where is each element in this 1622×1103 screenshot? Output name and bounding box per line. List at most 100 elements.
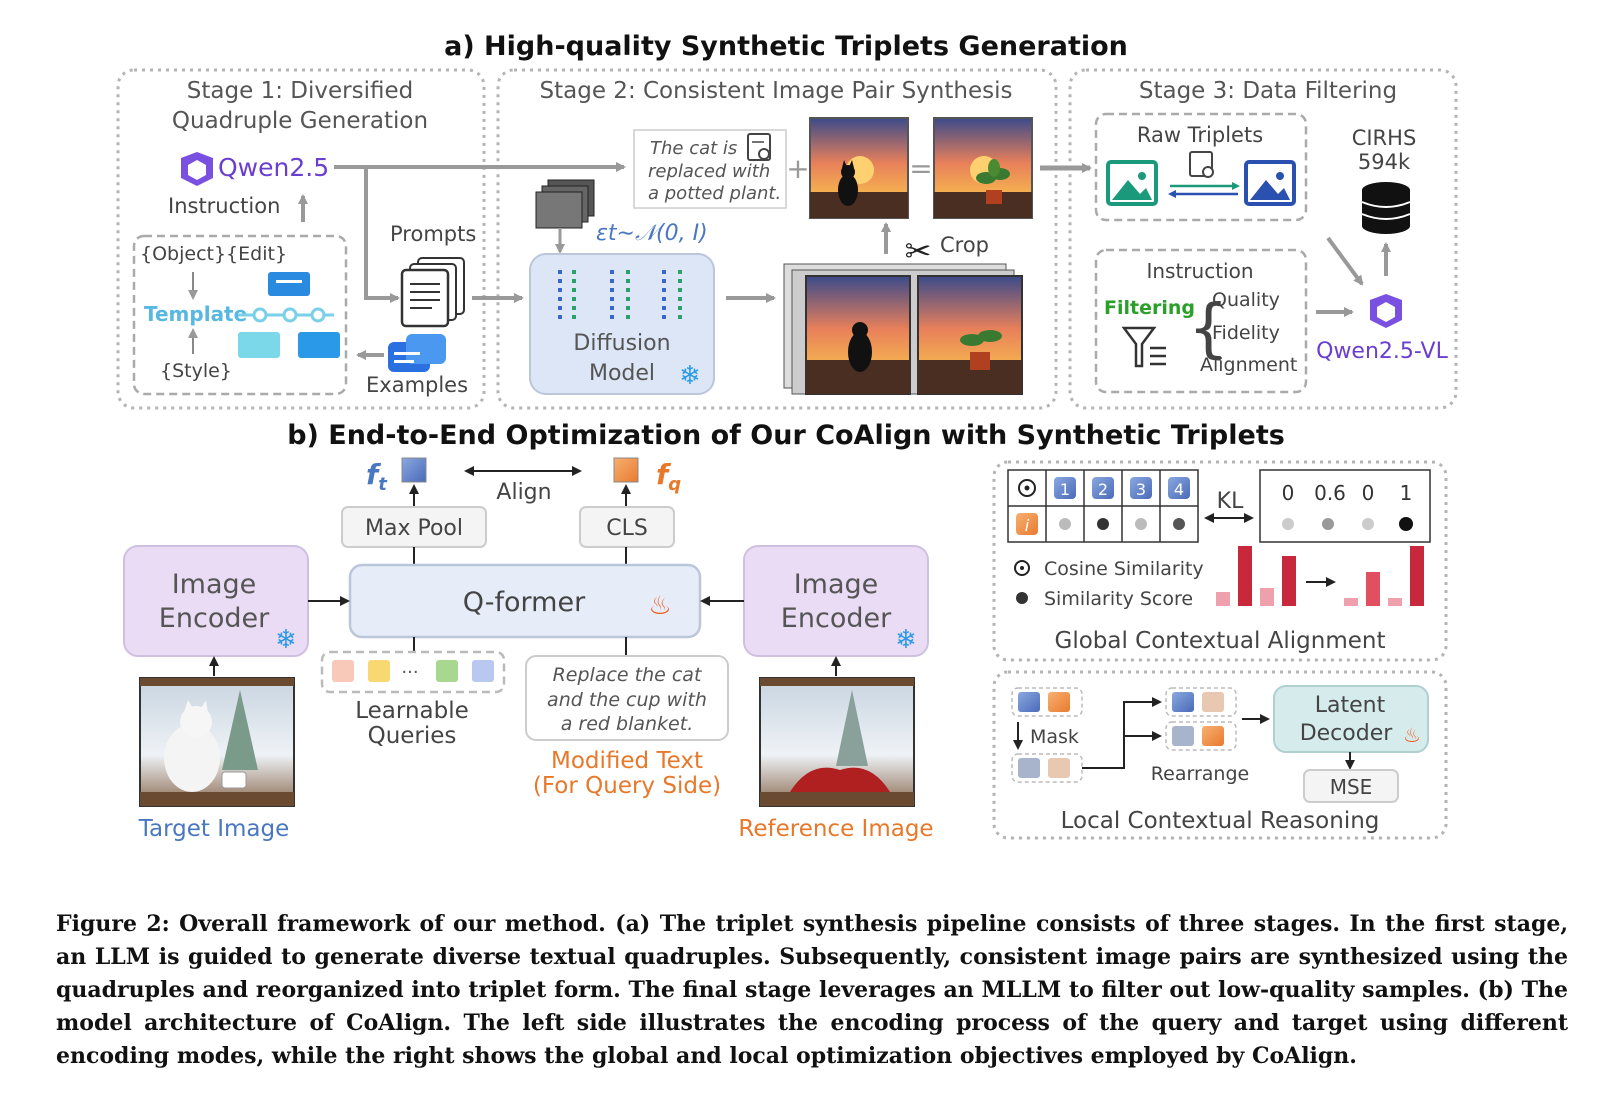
latent-decoder-line1: Latent (1315, 693, 1386, 718)
snowflake-icon: ❄ (679, 361, 701, 391)
global-alignment-title: Global Contextual Alignment (1055, 628, 1386, 654)
documents-icon (400, 257, 465, 328)
filtering-label: Filtering (1104, 297, 1195, 319)
generated-pairs-stack (783, 263, 1023, 395)
cls-label: CLS (606, 516, 648, 541)
token-pair-1 (1011, 687, 1083, 717)
document-search-icon (747, 133, 771, 161)
noise-formula: εt∼𝒩(0, I) (596, 221, 708, 246)
index-4: 4 (1174, 480, 1184, 499)
template-label: Template (144, 302, 247, 326)
sim-dot-3 (1135, 518, 1147, 530)
part-a-title: a) High-quality Synthetic Triplets Gener… (444, 31, 1128, 62)
figure-caption: Figure 2: Overall framework of our metho… (56, 911, 1568, 1069)
stage1-instruction-label: Instruction (168, 194, 280, 218)
index-2: 2 (1098, 480, 1108, 499)
criterion-fidelity: Fidelity (1212, 322, 1280, 344)
fq-label: fq (656, 458, 681, 495)
query-badge-letter: i (1025, 516, 1030, 535)
dataset-name: CIRHS (1352, 126, 1417, 150)
index-1: 1 (1060, 480, 1070, 499)
distribution-bars-before (1216, 546, 1296, 606)
criterion-quality: Quality (1212, 289, 1280, 311)
query-token-2 (368, 660, 390, 682)
cosine-legend-label: Cosine Similarity (1044, 558, 1204, 580)
stage1-panel (116, 68, 486, 410)
edit-text-line3: a potted plant. (648, 183, 781, 204)
snowflake-icon-reference: ❄ (895, 625, 917, 655)
flame-icon-decoder: ♨ (1403, 723, 1421, 747)
stage3-panel (1068, 68, 1458, 410)
mse-label: MSE (1330, 775, 1373, 799)
raw-triplets-box (1094, 112, 1308, 222)
learnable-line1: Learnable (355, 698, 469, 724)
align-label: Align (496, 480, 551, 505)
sim-dot-4 (1173, 518, 1185, 530)
stage2-panel (496, 68, 1058, 410)
target-image (139, 677, 295, 807)
qformer-label: Q-former (463, 587, 586, 618)
rearrange-label: Rearrange (1151, 763, 1249, 785)
stage1-title-line2: Quadruple Generation (172, 108, 428, 134)
reference-encoder-line2: Encoder (781, 603, 892, 634)
local-reasoning-panel (992, 670, 1448, 840)
reference-image (759, 677, 915, 807)
modified-text-line1: Replace the cat (553, 664, 703, 686)
stage1-title-line1: Stage 1: Diversified (187, 78, 413, 104)
score-dot-3 (1362, 518, 1374, 530)
equals-sign: = (909, 152, 932, 185)
swap-arrows-icon (1168, 151, 1240, 198)
score-4: 1 (1400, 481, 1413, 505)
database-icon (1361, 182, 1411, 234)
examples-label: Examples (366, 373, 468, 397)
crop-label: Crop (940, 233, 989, 257)
diffusion-line2: Model (589, 361, 655, 386)
image-icon-2 (1244, 160, 1296, 206)
modified-text-box (525, 655, 729, 741)
object-edit-label: {Object}{Edit} (140, 243, 287, 265)
cosine-legend-icon (1014, 560, 1030, 576)
mask-label: Mask (1030, 726, 1079, 748)
target-feature-square (401, 457, 427, 483)
modified-text-line2: and the cup with (547, 689, 707, 711)
target-index-badges: 1 2 3 4 (1054, 477, 1190, 499)
modified-label-line1: Modified Text (551, 748, 703, 774)
filter-funnel-icon (1121, 326, 1166, 368)
brace: { (1188, 292, 1229, 366)
score-3: 0 (1362, 481, 1375, 505)
mllm-name: Qwen2.5-VL (1316, 339, 1448, 364)
reference-encoder-line1: Image (794, 569, 879, 600)
prompts-label: Prompts (390, 222, 476, 246)
learnable-line2: Queries (368, 723, 457, 749)
query-ellipsis: ··· (401, 662, 418, 683)
learnable-queries-box (320, 650, 506, 694)
template-nodes-icon (238, 272, 340, 358)
part-b-title: b) End-to-End Optimization of Our CoAlig… (287, 420, 1285, 451)
criterion-alignment: Alignment (1200, 354, 1297, 376)
sim-dot-1 (1059, 518, 1071, 530)
score-dot-4 (1399, 517, 1413, 531)
chat-bubbles-icon (388, 334, 446, 372)
reference-image-label: Reference Image (738, 816, 933, 842)
image-icon (1106, 160, 1158, 206)
mse-box (1303, 769, 1399, 803)
query-token-1 (332, 660, 354, 682)
noise-stack-icon (535, 179, 595, 229)
framework-figure: a) High-quality Synthetic Triplets Gener… (116, 31, 1458, 842)
index-3: 3 (1136, 480, 1146, 499)
score-dot-1 (1282, 518, 1294, 530)
target-image-label: Target Image (138, 816, 290, 842)
target-encoder-line2: Encoder (159, 603, 270, 634)
score-legend-icon (1016, 592, 1028, 604)
distribution-bars-after (1344, 546, 1424, 606)
token-pair-rearranged-1 (1165, 687, 1237, 717)
snowflake-icon-target: ❄ (275, 625, 297, 655)
query-badge (1016, 513, 1038, 535)
modified-text-line3: a red blanket. (561, 713, 694, 735)
plus-sign: + (786, 152, 809, 185)
target-encoder-line1: Image (172, 569, 257, 600)
filtering-box (1094, 248, 1308, 394)
template-box (132, 234, 348, 396)
edited-image (933, 117, 1033, 219)
style-label: {Style} (160, 360, 232, 382)
